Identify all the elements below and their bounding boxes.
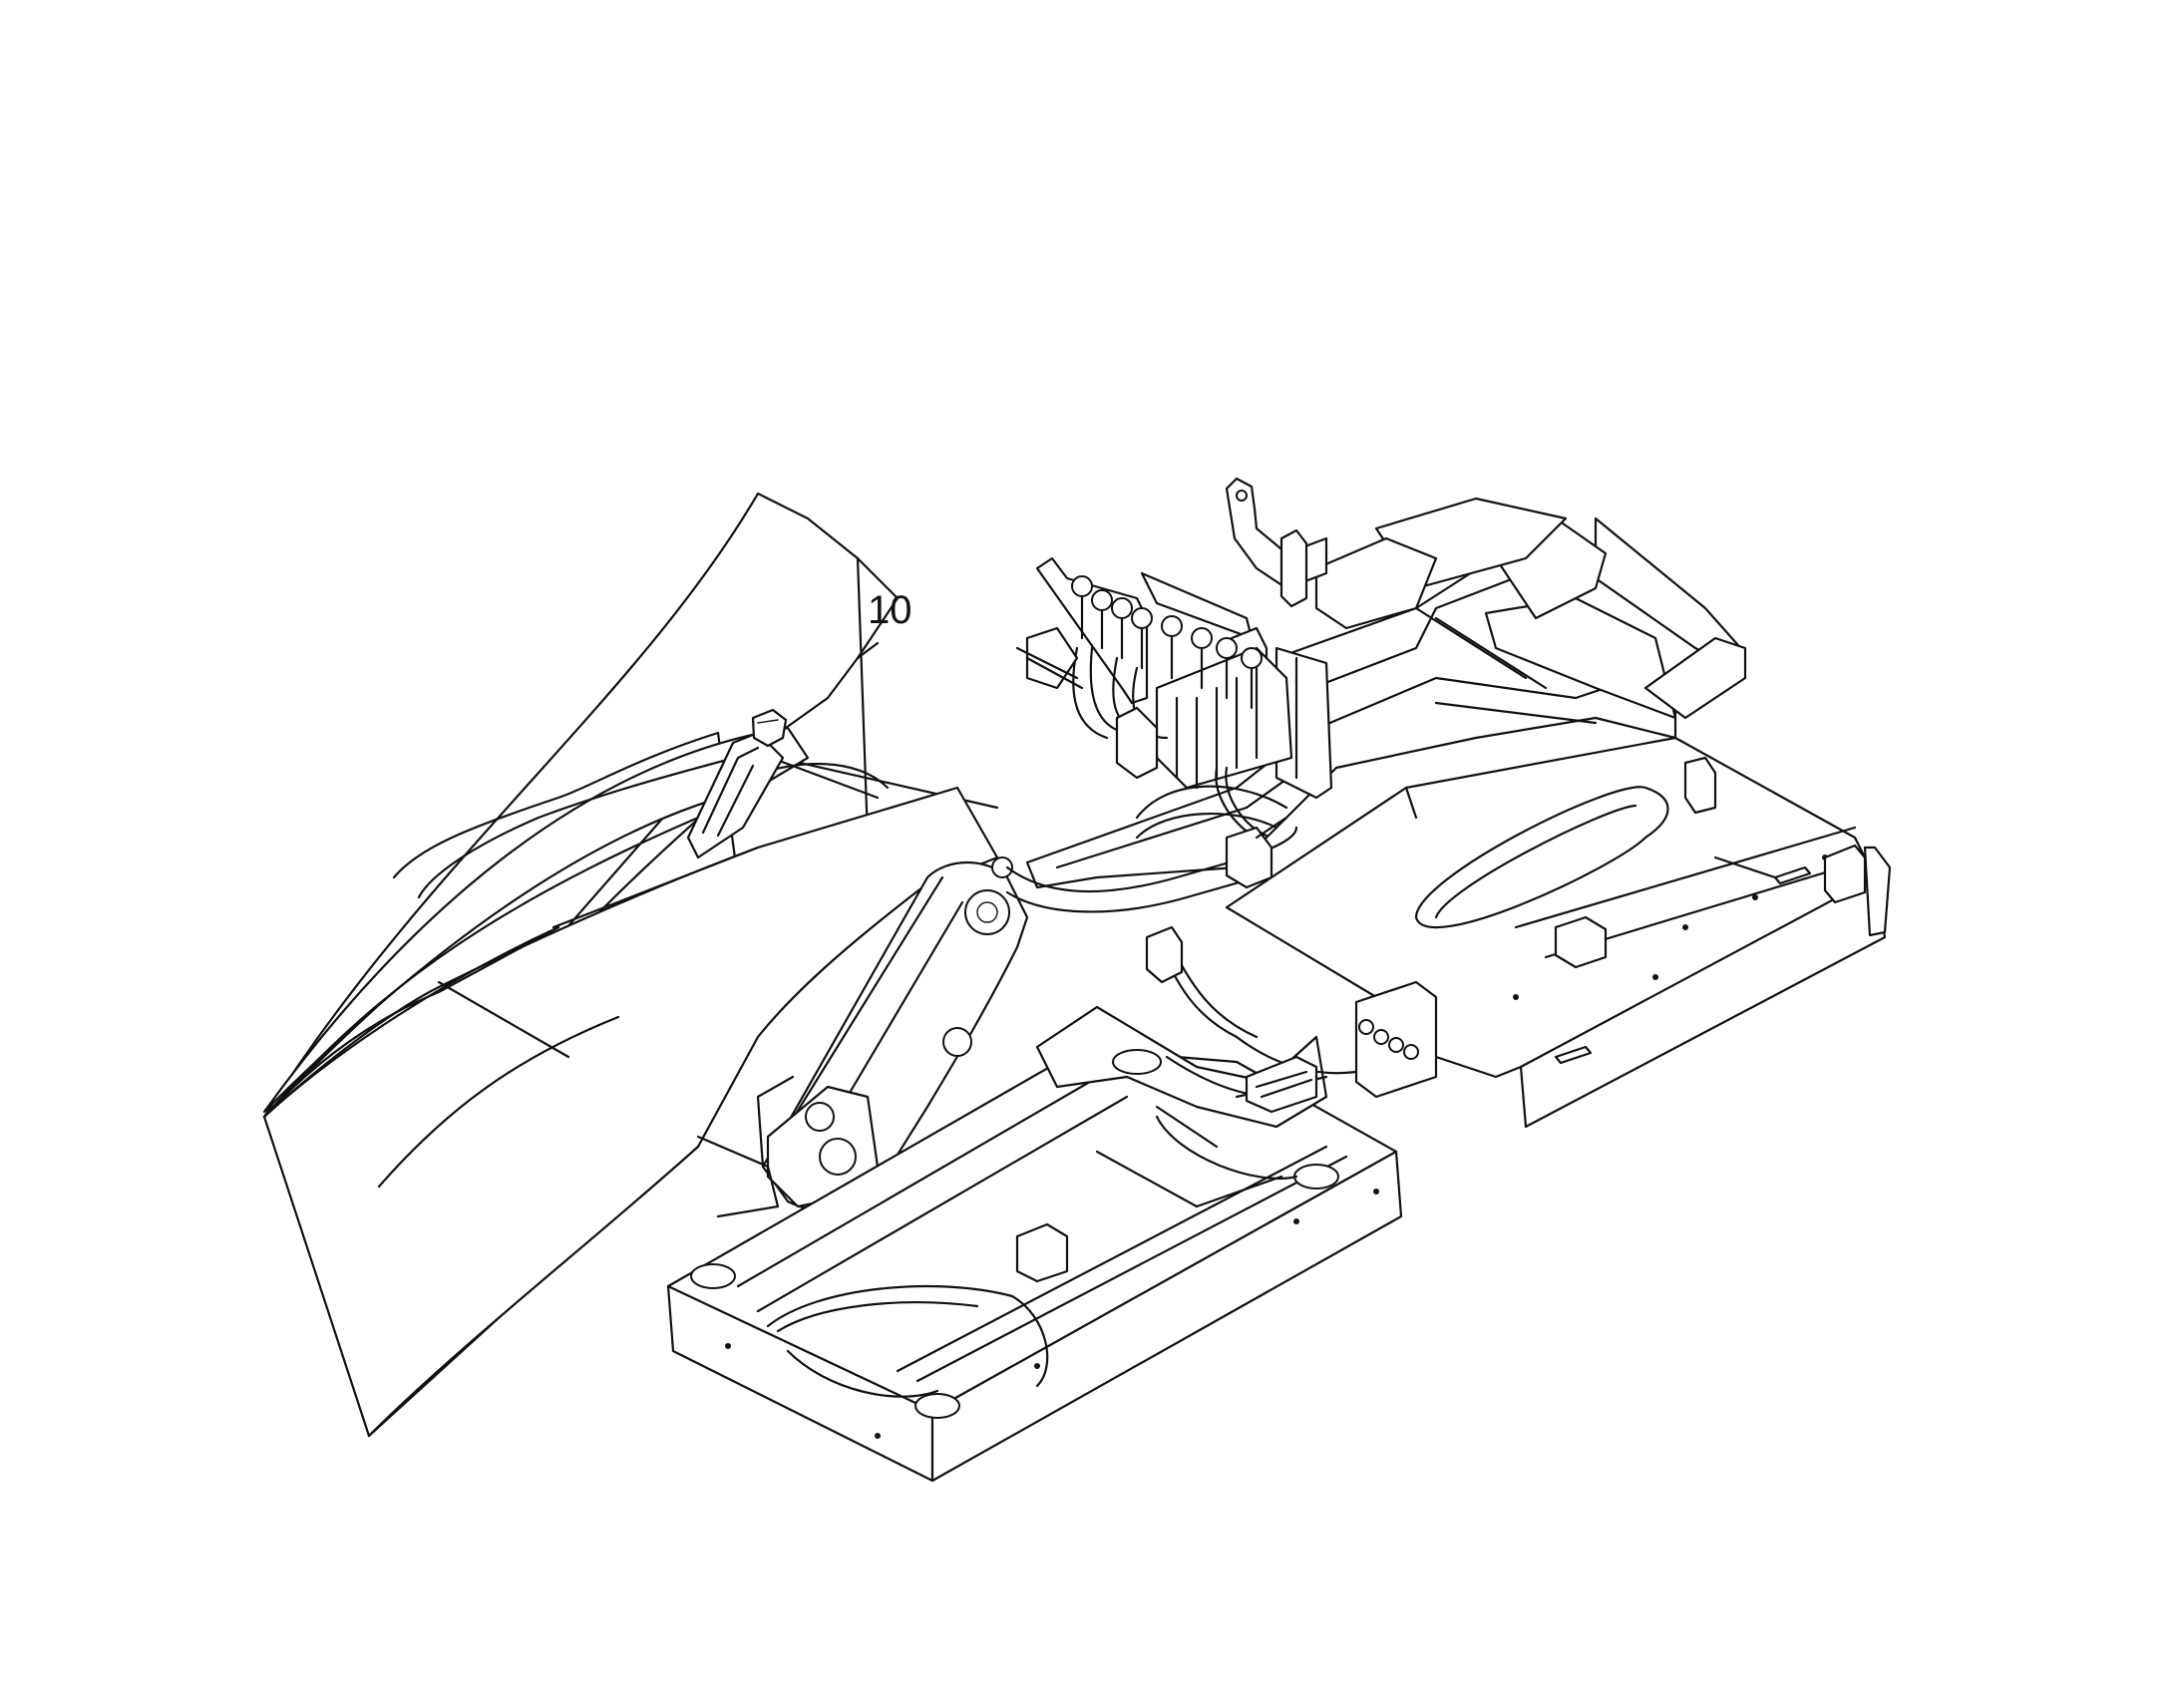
front-frame (666, 1035, 1403, 1483)
upper-left-bracket (686, 708, 788, 859)
hydraulic-tube (1005, 785, 1298, 913)
lower-hoses (1145, 925, 1438, 1114)
chassis-rails (1025, 477, 1747, 889)
pivot-plate (696, 1085, 880, 1218)
boom-beam (262, 786, 999, 1438)
rear-frame (1225, 736, 1892, 1129)
callout-10: 10 (868, 588, 912, 632)
valve-block (1015, 556, 1333, 840)
